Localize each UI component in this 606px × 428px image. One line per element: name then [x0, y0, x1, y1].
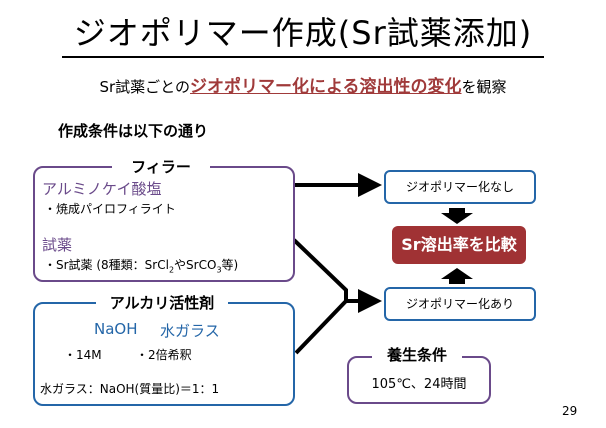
- outcome-without-box: ジオポリマー化なし: [384, 170, 536, 204]
- arrow-connector: [292, 238, 348, 301]
- reagent-item: ・Sr試薬 (8種類：SrCl2やSrCO3等): [44, 256, 238, 274]
- subtitle-prefix: Sr試薬ごとの: [99, 78, 191, 96]
- filler-tag: フィラー: [112, 156, 210, 177]
- conditions-heading: 作成条件は以下の通り: [58, 122, 209, 140]
- activator-tag: アルカリ活性剤: [96, 292, 228, 313]
- curing-tag: 養生条件: [372, 344, 462, 365]
- naoh-label: NaOH: [94, 320, 138, 338]
- arrow-activator-join: [294, 299, 348, 355]
- water-glass-dilution: ・2倍希釈: [136, 348, 192, 362]
- reagent-item-mid: やSrCO: [174, 258, 217, 272]
- page-title: ジオポリマー作成(Sr試薬添加): [73, 14, 533, 52]
- aluminosilicate-item: ・焼成パイロフィライト: [44, 202, 176, 216]
- aluminosilicate-label: アルミノケイ酸塩: [42, 180, 162, 198]
- subtitle-highlight: ジオポリマー化による溶出性の変化: [190, 77, 462, 97]
- reagent-item-prefix: ・Sr試薬 (8種類：SrCl: [44, 258, 169, 272]
- compare-box: Sr溶出率を比較: [392, 226, 526, 264]
- curing-value: 105℃、24時間: [371, 377, 467, 392]
- activator-box: [33, 302, 295, 406]
- reagent-item-suffix: 等): [221, 258, 239, 272]
- reagent-label: 試薬: [42, 236, 73, 254]
- reagent-sub-1: 2: [168, 265, 175, 275]
- naoh-concentration: ・14M: [64, 348, 102, 362]
- outcome-with-box: ジオポリマー化あり: [384, 287, 536, 321]
- water-glass-label: 水ガラス: [160, 322, 220, 340]
- block-arrow-down: [441, 208, 473, 224]
- mixing-ratio: 水ガラス：NaOH(質量比)＝1：1: [40, 382, 220, 396]
- filler-box: [33, 166, 295, 282]
- reagent-sub-2: 3: [216, 265, 222, 275]
- subtitle: Sr試薬ごとのジオポリマー化による溶出性の変化を観察: [0, 72, 606, 97]
- title-underline: [62, 56, 544, 58]
- subtitle-suffix: を観察: [461, 78, 507, 96]
- page-number: 29: [562, 404, 578, 418]
- block-arrow-up: [441, 268, 473, 284]
